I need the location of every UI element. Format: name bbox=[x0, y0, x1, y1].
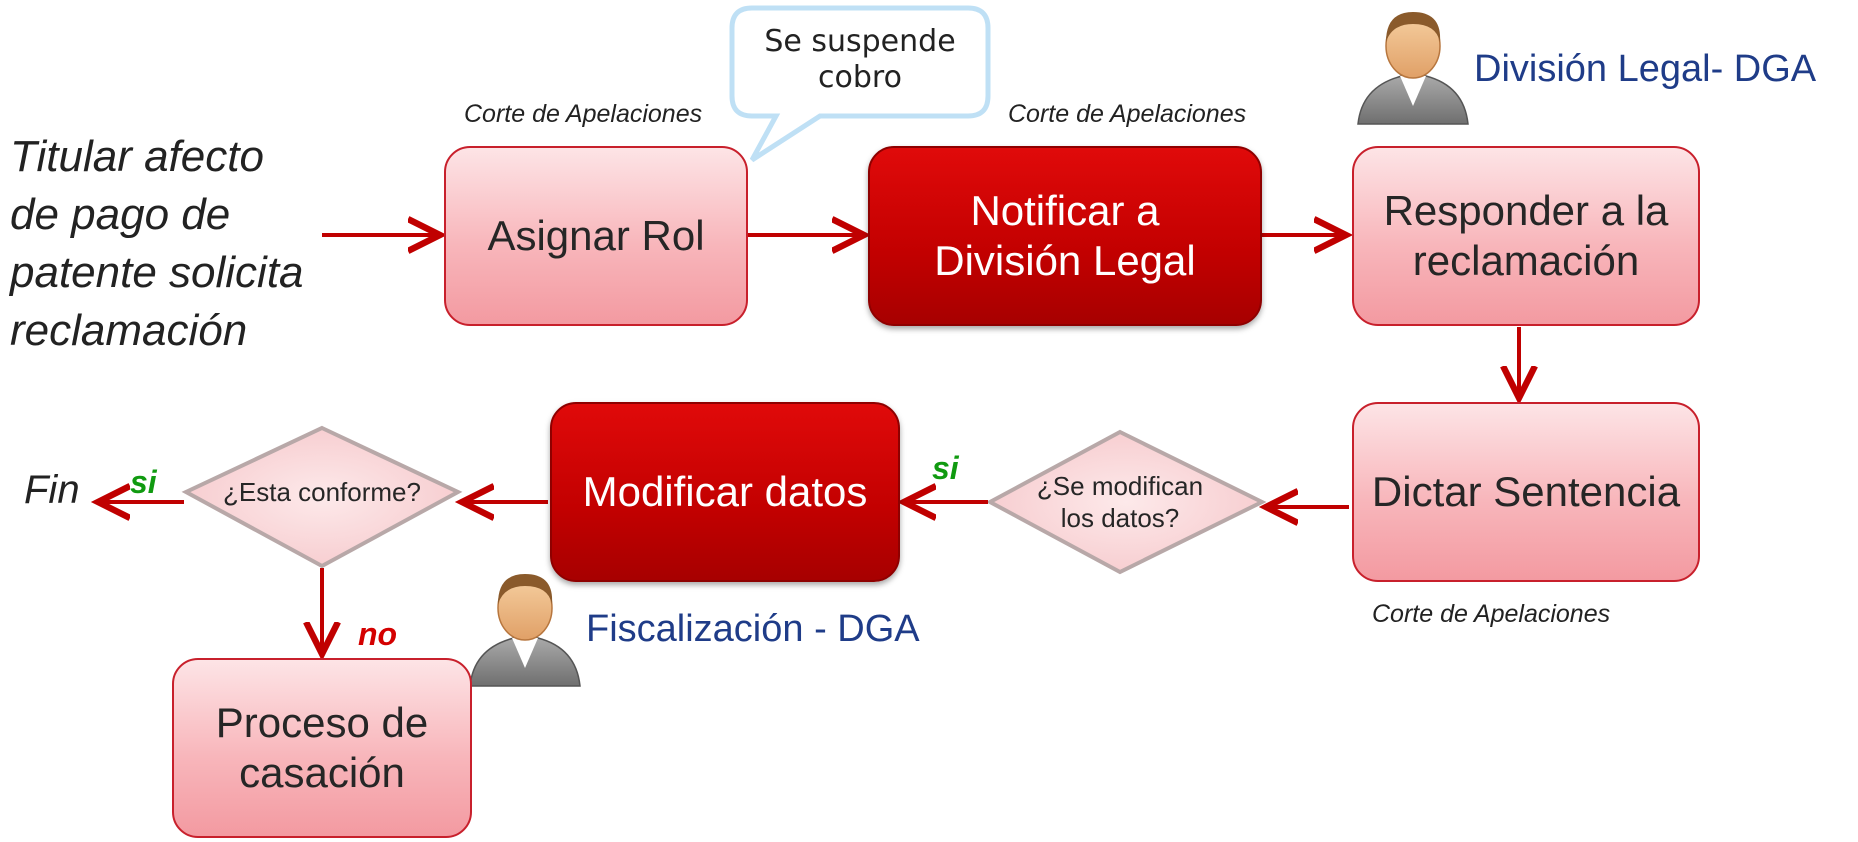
decision-modifican-label: ¿Se modifican los datos? bbox=[1036, 471, 1204, 533]
step-notificar-label: Notificar a División Legal bbox=[934, 187, 1196, 284]
step-asignar-rol-label: Asignar Rol bbox=[487, 212, 705, 259]
step-modificar-datos[interactable]: Modificar datos bbox=[550, 402, 900, 582]
edge-label-si-modifican: si bbox=[932, 450, 959, 486]
edge-label-no-conforme: no bbox=[358, 616, 398, 652]
decision-modifican-shape bbox=[985, 429, 1267, 575]
role-division-legal: División Legal- DGA bbox=[1474, 48, 1817, 90]
step-responder-label: Responder a la reclamación bbox=[1383, 187, 1669, 284]
step-proceso-casacion[interactable]: Proceso de casación bbox=[172, 658, 472, 838]
step-dictar-sentencia[interactable]: Dictar Sentencia bbox=[1352, 402, 1700, 582]
step-modificar-datos-label: Modificar datos bbox=[582, 468, 868, 515]
decision-conforme-label: ¿Esta conforme? bbox=[223, 477, 421, 507]
person-icon bbox=[1357, 12, 1469, 125]
role-fiscalizacion: Fiscalización - DGA bbox=[586, 608, 920, 650]
step-notificar[interactable]: Notificar a División Legal bbox=[868, 146, 1262, 326]
step-asignar-rol[interactable]: Asignar Rol bbox=[444, 146, 748, 326]
actor-label-notificar: Corte de Apelaciones bbox=[1008, 100, 1247, 128]
person-icon bbox=[469, 574, 581, 687]
step-dictar-sentencia-label: Dictar Sentencia bbox=[1371, 468, 1681, 515]
callout-text: Se suspende cobro bbox=[764, 24, 956, 95]
callout-bubble bbox=[729, 5, 991, 163]
edge-label-si-conforme: si bbox=[130, 464, 157, 500]
start-event-text: Titular afecto de pago de patente solici… bbox=[10, 132, 304, 355]
step-proceso-casacion-label: Proceso de casación bbox=[215, 699, 429, 796]
step-responder[interactable]: Responder a la reclamación bbox=[1352, 146, 1700, 326]
actor-label-dictar: Corte de Apelaciones bbox=[1372, 600, 1611, 628]
end-event-text: Fin bbox=[24, 468, 80, 512]
decision-conforme-shape bbox=[181, 425, 463, 569]
actor-label-asignar: Corte de Apelaciones bbox=[464, 100, 703, 128]
